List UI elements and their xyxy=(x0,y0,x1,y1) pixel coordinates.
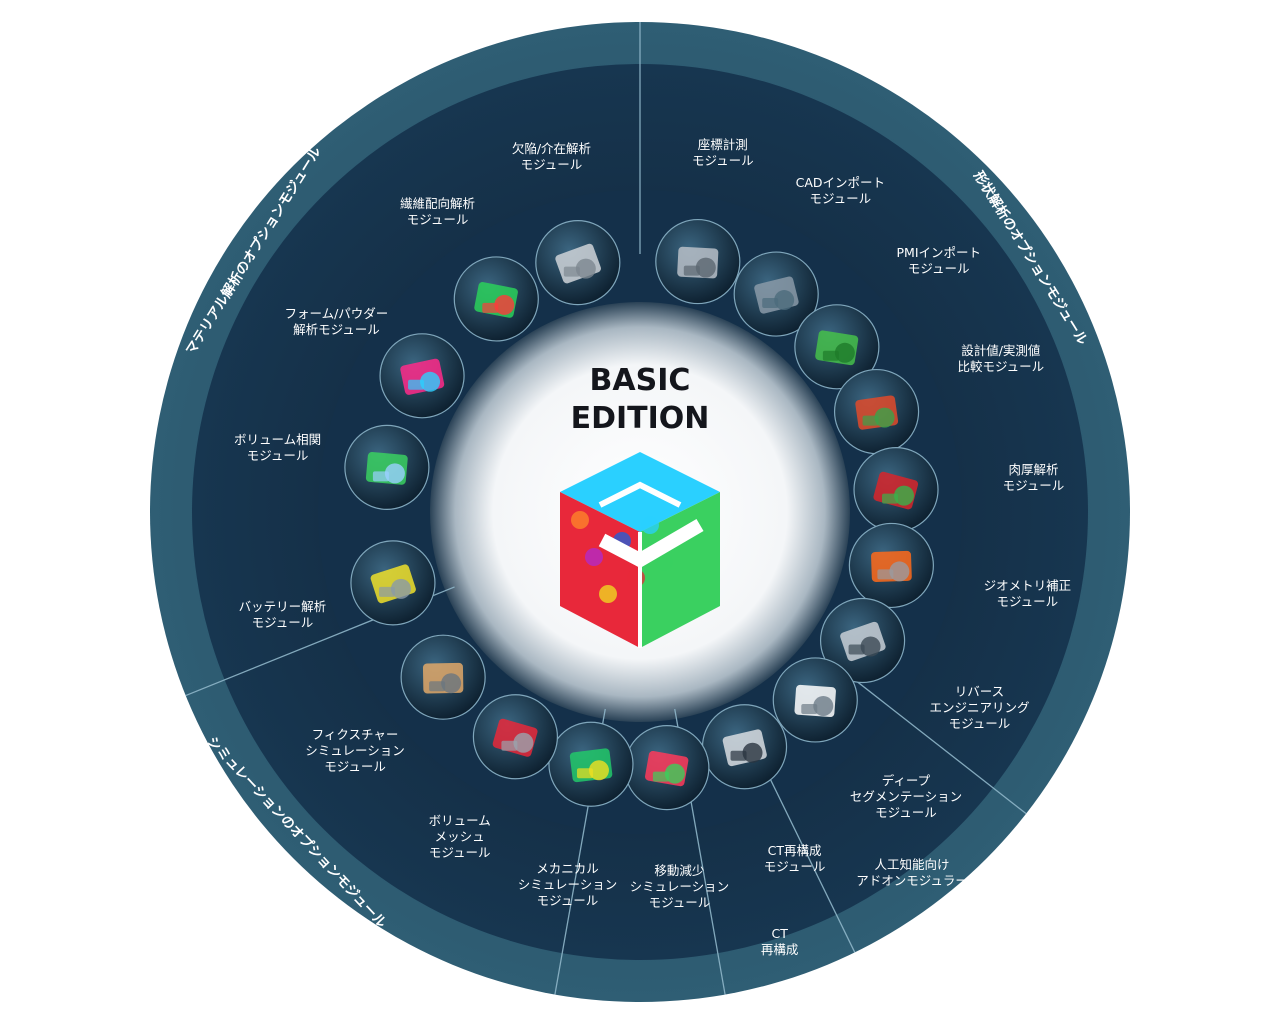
module-label-line: ボリューム相関 xyxy=(234,432,322,448)
module-label: 欠陥/介在解析モジュール xyxy=(512,141,591,173)
module-label: 移動減少シミュレーションモジュール xyxy=(630,863,730,911)
module-label-line: メカニカル xyxy=(536,861,599,877)
module-label-line: 設計値/実測値 xyxy=(961,342,1041,358)
module-label-line: ディープ xyxy=(881,773,931,789)
section-title-ct: CT 再構成 xyxy=(761,926,799,958)
module-label-line: 肉厚解析 xyxy=(1008,461,1059,477)
module-label-line: CT再構成 xyxy=(767,843,822,859)
module-label: ディープセグメンテーションモジュール xyxy=(850,773,962,821)
module-label-line: バッテリー解析 xyxy=(238,598,327,614)
module-label-line: 欠陥/介在解析 xyxy=(511,140,592,156)
module-label-line: リバース xyxy=(954,684,1005,699)
module-label-line: モジュール xyxy=(251,614,314,630)
reverse-engineering-icon xyxy=(819,597,906,684)
module-label-line: モジュール xyxy=(324,759,386,775)
module-label: フィクスチャーシミュレーションモジュール xyxy=(305,727,405,775)
volume-mesh-icon xyxy=(472,694,559,780)
edition-title-line2: EDITION xyxy=(570,401,710,436)
module-label-line: モジュール xyxy=(691,153,754,169)
module-label-line: メッシュ xyxy=(434,829,485,845)
module-label: CT再構成モジュール xyxy=(764,843,826,875)
module-label-line: モジュール xyxy=(763,859,826,875)
module-label: 座標計測モジュール xyxy=(692,137,754,169)
module-label-line: 解析モジュール xyxy=(293,322,380,338)
section-title-ai: 人工知能向け アドオンモジュラー xyxy=(856,857,968,889)
mechanical-sim-icon xyxy=(548,721,634,807)
wall-thickness-icon xyxy=(853,447,939,533)
module-label: メカニカルシミュレーションモジュール xyxy=(518,861,618,909)
module-label-line: モジュール xyxy=(809,191,872,207)
module-label-line: モジュール xyxy=(246,448,309,464)
module-label-line: 移動減少 xyxy=(654,862,705,878)
connector-pin-icon xyxy=(400,634,486,720)
module-label: CADインポートモジュール xyxy=(796,175,885,207)
module-label: 肉厚解析モジュール xyxy=(1003,462,1065,494)
pmi-part-icon xyxy=(794,304,880,390)
module-label: フォーム/パウダー解析モジュール xyxy=(284,306,388,338)
section-ai-line2: アドオンモジュラー xyxy=(856,872,968,888)
module-label-line: モジュール xyxy=(536,893,599,909)
fiber-orientation-icon xyxy=(453,256,539,342)
module-label-line: 繊維配向解析 xyxy=(400,195,476,211)
module-label-line: ジオメトリ補正 xyxy=(983,578,1072,594)
module-icons xyxy=(344,218,939,811)
module-label-line: 座標計測 xyxy=(697,137,748,153)
mesh-column-icon xyxy=(624,724,710,811)
module-label-line: モジュール xyxy=(406,211,469,227)
module-label-line: シミュレーション xyxy=(305,743,405,759)
module-label: 繊維配向解析モジュール xyxy=(400,196,475,228)
module-label-line: モジュール xyxy=(648,894,711,910)
module-label: ジオメトリ補正モジュール xyxy=(984,578,1072,610)
module-label-line: シミュレーション xyxy=(629,878,730,894)
section-ct-line1: CT xyxy=(771,925,788,941)
module-label-line: モジュール xyxy=(875,805,937,821)
module-label: バッテリー解析モジュール xyxy=(239,599,327,631)
module-label-line: モジュール xyxy=(520,156,583,172)
module-label-line: モジュール xyxy=(996,594,1059,610)
module-label-line: モジュール xyxy=(907,261,970,277)
module-label-line: ボリューム xyxy=(428,813,491,829)
module-label-line: フォーム/パウダー xyxy=(284,306,389,322)
module-label: PMIインポートモジュール xyxy=(896,245,981,277)
wireframe-part-icon xyxy=(733,251,819,337)
cube-logo-icon xyxy=(560,452,720,648)
module-label-line: フィクスチャー xyxy=(311,727,399,743)
module-label: 設計値/実測値比較モジュール xyxy=(958,343,1045,375)
machined-part-icon xyxy=(655,218,741,305)
module-label: ボリュームメッシュモジュール xyxy=(429,813,491,861)
module-label-line: モジュール xyxy=(948,716,1011,731)
foam-cube-icon xyxy=(379,333,465,419)
battery-icon xyxy=(350,540,436,626)
section-ct-line2: 再構成 xyxy=(760,941,799,957)
deviation-map-icon xyxy=(833,368,920,455)
module-label-line: セグメンテーション xyxy=(849,789,963,805)
geometry-correction-icon xyxy=(848,522,934,609)
module-label-line: モジュール xyxy=(428,845,491,861)
casting-part-icon xyxy=(535,220,621,306)
module-label-line: エンジニアリング xyxy=(929,700,1030,715)
module-label: リバースエンジニアリングモジュール xyxy=(929,684,1029,732)
module-label-line: モジュール xyxy=(1002,477,1065,493)
ct-reconstruction-icon xyxy=(701,704,788,790)
module-label: ボリューム相関モジュール xyxy=(234,432,321,464)
edition-title-line1: BASIC xyxy=(589,363,691,398)
module-label-line: 比較モジュール xyxy=(957,358,1045,374)
ct-slice-icon xyxy=(772,657,858,743)
module-label-line: CADインポート xyxy=(795,175,885,191)
edition-title: BASIC EDITION xyxy=(571,362,710,438)
fiber-volume-icon xyxy=(344,424,430,510)
section-divider xyxy=(856,680,1027,815)
module-label-line: シミュレーション xyxy=(517,877,618,893)
section-ai-line1: 人工知能向け xyxy=(874,856,950,872)
module-label-line: PMIインポート xyxy=(896,245,982,261)
